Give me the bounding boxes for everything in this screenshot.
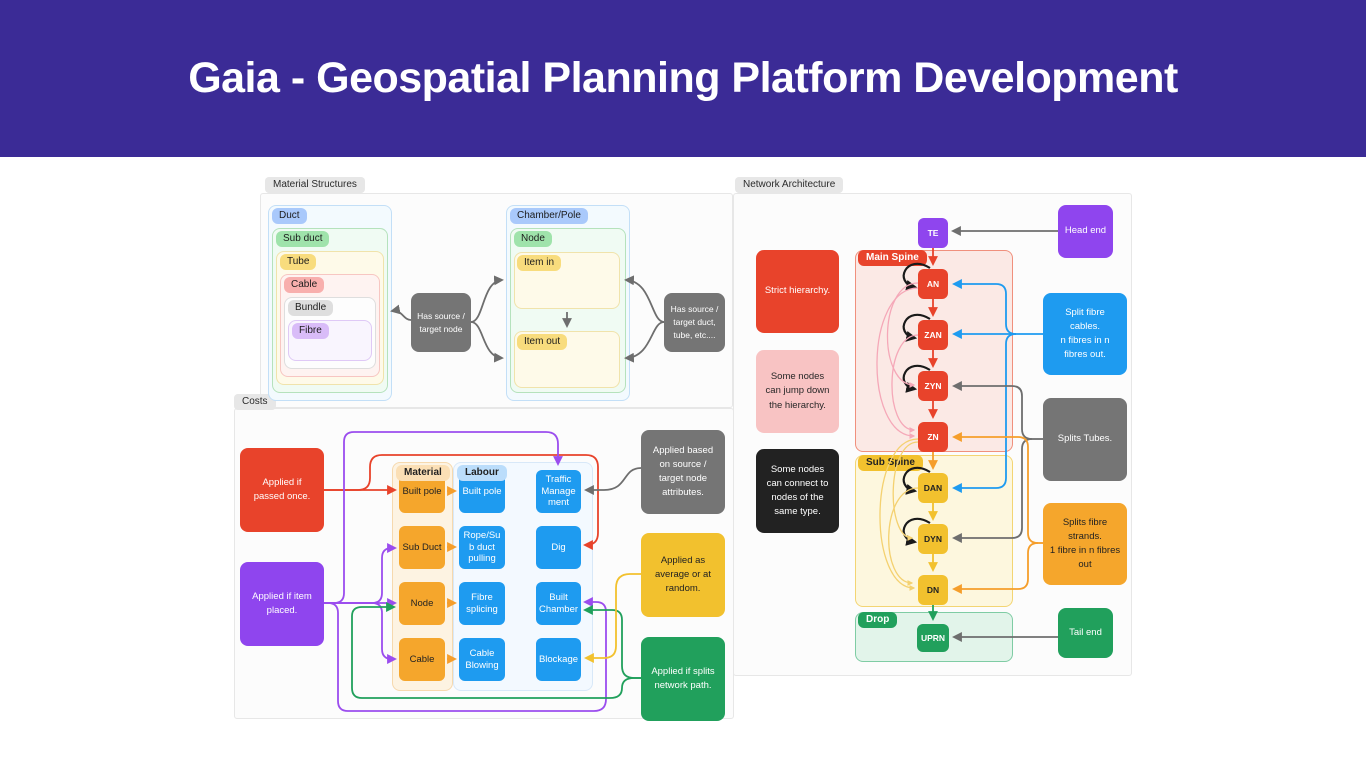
note-splits-fibre-strands: Splits fibre strands. 1 fibre in n fibre…: [1043, 503, 1127, 585]
drop-label: Drop: [858, 612, 898, 628]
fibre-label: Fibre: [292, 323, 329, 339]
main-spine-label: Main Spine: [858, 250, 927, 266]
material-node-node: Node: [399, 582, 445, 625]
network-node-dn: DN: [918, 575, 948, 605]
note-connect-same-type: Some nodes can connect to nodes of the s…: [756, 449, 839, 533]
network-node-dan: DAN: [918, 473, 948, 503]
note-split-fibre-cables: Split fibre cables. n fibres in n fibres…: [1043, 293, 1127, 375]
note-applied-if-splits-path: Applied if splits network path.: [641, 637, 725, 721]
item-out-label: Item out: [517, 334, 568, 350]
network-node-dyn: DYN: [918, 524, 948, 554]
frame-label-network-architecture: Network Architecture: [735, 177, 844, 193]
frame-label-material-structures: Material Structures: [265, 177, 365, 193]
page-title: Gaia - Geospatial Planning Platform Deve…: [188, 54, 1178, 102]
tube-label: Tube: [280, 254, 317, 270]
labour-node-traffic-management: Traffic Management: [536, 470, 581, 513]
labour-column-label: Labour: [457, 465, 507, 481]
note-strict-hierarchy: Strict hierarchy.: [756, 250, 839, 333]
note-splits-tubes: Splits Tubes.: [1043, 398, 1127, 481]
labour-node-rope-sub-duct: Rope/Sub duct pulling: [459, 526, 505, 569]
network-node-an: AN: [918, 269, 948, 299]
sub-duct-label: Sub duct: [276, 231, 330, 247]
labour-node-fibre-splicing: Fibre splicing: [459, 582, 505, 625]
note-applied-average-random: Applied as average or at random.: [641, 533, 725, 617]
node-label: Node: [514, 231, 552, 247]
note-tail-end: Tail end: [1058, 608, 1113, 658]
network-node-zyn: ZYN: [918, 371, 948, 401]
labour-node-blockage: Blockage: [536, 638, 581, 681]
note-applied-if-passed-once: Applied if passed once.: [240, 448, 324, 532]
material-node-cable: Cable: [399, 638, 445, 681]
header-banner: Gaia - Geospatial Planning Platform Deve…: [0, 0, 1366, 157]
note-head-end: Head end: [1058, 205, 1113, 258]
network-node-zn: ZN: [918, 422, 948, 452]
labour-node-built-chamber: Built Chamber: [536, 582, 581, 625]
chamber-pole-label: Chamber/Pole: [510, 208, 588, 224]
duct-label: Duct: [272, 208, 307, 224]
frame-label-costs: Costs: [234, 394, 276, 410]
note-has-source-target-node: Has source / target node: [411, 293, 471, 352]
note-applied-source-target-attrs: Applied based on source / target node at…: [641, 430, 725, 514]
note-applied-if-item-placed: Applied if item placed.: [240, 562, 324, 646]
bundle-label: Bundle: [288, 300, 334, 316]
labour-node-cable-blowing: Cable Blowing: [459, 638, 505, 681]
network-node-zan: ZAN: [918, 320, 948, 350]
cable-label: Cable: [284, 277, 325, 293]
item-in-label: Item in: [517, 255, 562, 271]
material-column-label: Material: [396, 465, 450, 481]
network-node-uprn: UPRN: [917, 624, 949, 652]
labour-node-dig: Dig: [536, 526, 581, 569]
note-has-source-target-duct: Has source / target duct, tube, etc....: [664, 293, 725, 352]
material-node-sub-duct: Sub Duct: [399, 526, 445, 569]
sub-spine-label: Sub Spine: [858, 455, 923, 471]
note-jump-down-hierarchy: Some nodes can jump down the hierarchy.: [756, 350, 839, 433]
network-node-te: TE: [918, 218, 948, 248]
